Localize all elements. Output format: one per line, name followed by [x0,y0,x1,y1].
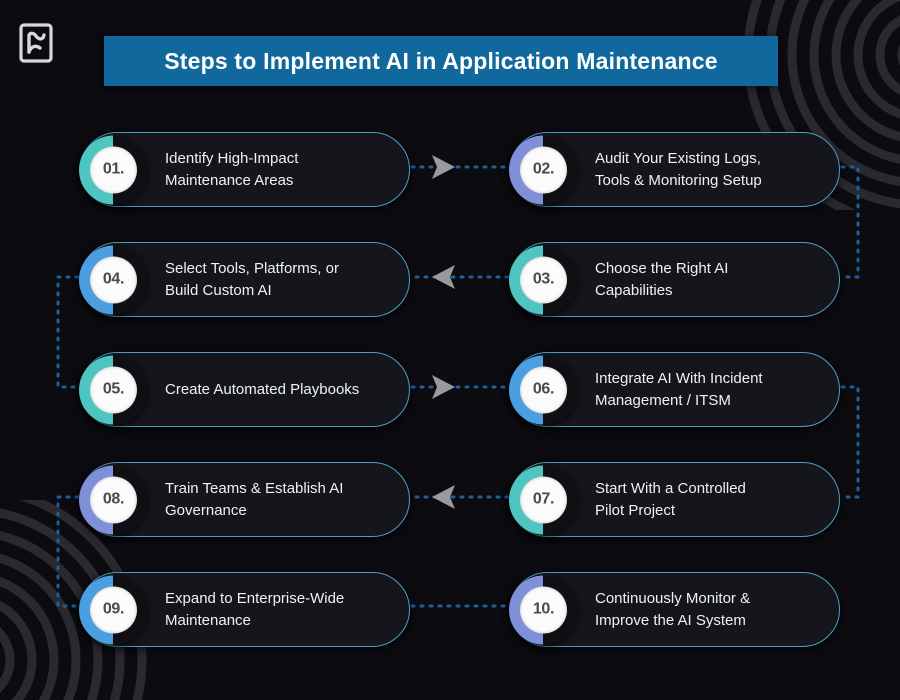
step-number: 05. [102,380,125,398]
step-label-line: Management / ITSM [595,391,731,409]
step-label-line: Expand to Enterprise-Wide [165,590,345,608]
step-card-03[interactable]: 03. Choose the Right AI Capabilities [509,242,840,317]
step-badge-disc: 02. [520,146,567,193]
step-label-line: Maintenance Areas [165,171,294,189]
step-badge-disc: 06. [520,366,567,413]
step-badge-04: 04. [79,245,148,314]
step-card-05[interactable]: 05. Create Automated Playbooks [79,352,410,427]
step-label-line: Maintenance [165,611,251,629]
step-label: Continuously Monitor & Improve the AI Sys… [595,588,750,631]
step-row: 05. Create Automated Playbooks 06. Integrat… [0,348,900,458]
step-card-04[interactable]: 04. Select Tools, Platforms, or Build Cust… [79,242,410,317]
step-label-line: Build Custom AI [165,281,272,299]
company-logo [19,23,53,63]
step-label-line: Audit Your Existing Logs, [595,150,761,168]
arrow-step-03-to-04 [432,265,455,289]
step-label-line: Identify High-Impact [165,150,299,168]
step-row: 04. Select Tools, Platforms, or Build Cust… [0,238,900,348]
step-badge-05: 05. [79,355,148,424]
step-badge-07: 07. [509,465,578,534]
step-label-line: Improve the AI System [595,611,746,629]
step-label-line: Create Automated Playbooks [165,380,360,398]
step-badge-disc: 04. [90,256,137,303]
connector-step-08-to-09 [56,495,80,608]
step-number: 01. [102,160,125,178]
step-label-line: Train Teams & Establish AI [165,480,344,498]
step-badge-disc: 03. [520,256,567,303]
step-label-line: Governance [165,501,247,519]
step-badge-09: 09. [79,575,148,644]
connector-step-02-to-03 [840,165,860,279]
step-label: Select Tools, Platforms, or Build Custom … [165,258,339,301]
step-label-line: Tools & Monitoring Setup [595,171,762,189]
step-number: 03. [532,270,555,288]
step-label: Choose the Right AI Capabilities [595,258,728,301]
step-badge-disc: 01. [90,146,137,193]
step-badge-disc: 05. [90,366,137,413]
step-card-02[interactable]: 02. Audit Your Existing Logs, Tools & Moni… [509,132,840,207]
step-label: Audit Your Existing Logs, Tools & Monitor… [595,148,762,191]
step-badge-disc: 08. [90,476,137,523]
step-label-line: Select Tools, Platforms, or [165,260,339,278]
step-label-line: Choose the Right AI [595,260,729,278]
step-badge-disc: 09. [90,586,137,633]
step-number: 09. [102,600,125,618]
step-badge-10: 10. [509,575,578,644]
page-title-bar: Steps to Implement AI in Application Mai… [104,36,778,86]
step-label-line: Continuously Monitor & [595,590,751,608]
step-badge-disc: 07. [520,476,567,523]
connector-step-04-to-05 [56,275,80,389]
step-number: 06. [532,380,555,398]
step-card-10[interactable]: 10. Continuously Monitor & Improve the AI … [509,572,840,647]
step-card-08[interactable]: 08. Train Teams & Establish AI Governance [79,462,410,537]
step-label: Create Automated Playbooks [165,379,359,400]
step-label-line: Pilot Project [595,501,676,519]
step-number: 07. [532,490,555,508]
step-badge-06: 06. [509,355,578,424]
step-badge-08: 08. [79,465,148,534]
connector-step-06-to-07 [840,385,860,499]
step-label-line: Start With a Controlled [595,480,746,498]
step-number: 10. [532,600,555,618]
step-number: 08. [102,490,125,508]
page-title: Steps to Implement AI in Application Mai… [164,47,718,74]
step-label: Train Teams & Establish AI Governance [165,478,343,521]
arrow-step-05-to-06 [432,375,455,399]
step-number: 04. [102,270,125,288]
arrow-step-01-to-02 [432,155,455,179]
step-badge-03: 03. [509,245,578,314]
step-label-line: Integrate AI With Incident [595,370,763,388]
step-number: 02. [532,160,555,178]
step-label-line: Capabilities [595,281,673,299]
step-badge-01: 01. [79,135,148,204]
step-badge-disc: 10. [520,586,567,633]
step-badge-02: 02. [509,135,578,204]
arrow-step-07-to-08 [432,485,455,509]
